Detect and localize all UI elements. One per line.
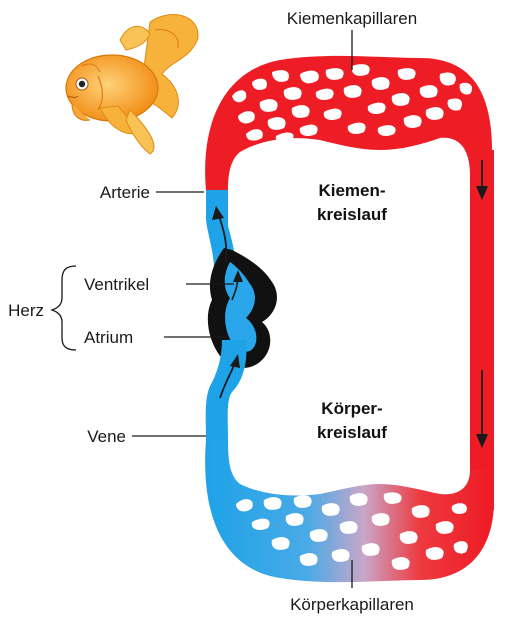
- label-vein: Vene: [87, 427, 126, 446]
- flow-arrows: [212, 160, 488, 448]
- label-artery: Arterie: [100, 183, 150, 202]
- capillary-network: [232, 64, 473, 570]
- body-capillary-bed: [205, 440, 494, 583]
- goldfish-illustration: [65, 14, 199, 155]
- label-body-circuit-2: kreislauf: [317, 423, 387, 442]
- arrow-down-icon: [476, 160, 488, 200]
- label-atrium: Atrium: [84, 328, 133, 347]
- circulation-loop: [205, 55, 494, 583]
- right-vessel: [470, 150, 494, 510]
- label-body-capillaries: Körperkapillaren: [290, 595, 414, 614]
- label-heart: Herz: [8, 301, 44, 320]
- label-gill-circuit-1: Kiemen-: [318, 181, 385, 200]
- heart-bracket: [49, 265, 77, 351]
- vein-vessel: [205, 340, 247, 440]
- label-ventricle: Ventrikel: [84, 275, 149, 294]
- arrow-up-icon: [231, 270, 243, 301]
- arrow-up-icon: [219, 354, 240, 399]
- leader-lines: [49, 30, 353, 588]
- label-gill-circuit-2: kreislauf: [317, 205, 387, 224]
- label-gill-capillaries: Kiemenkapillaren: [287, 9, 417, 28]
- arrow-down-icon: [476, 370, 488, 448]
- arrow-up-icon: [212, 206, 228, 263]
- label-body-circuit-1: Körper-: [321, 399, 382, 418]
